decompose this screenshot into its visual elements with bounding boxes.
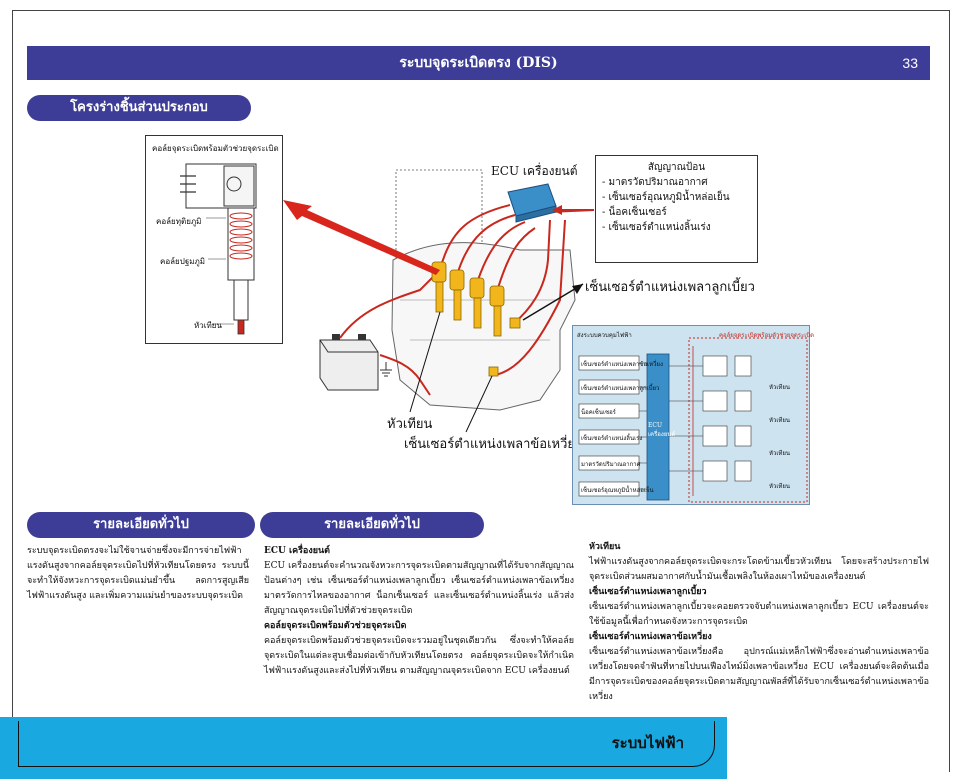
plug-leader — [409, 311, 441, 413]
circuit-input-label: เซ็นเซอร์ตำแหน่งเพลาข้อเหวี่ยง — [581, 361, 663, 368]
circuit-right-title: คอล์ยจุดระเบิดพร้อมตัวช่วยจุดระเบิด — [719, 332, 814, 339]
circuit-plug-label: หัวเทียน — [769, 417, 790, 424]
spark-plug-heading: หัวเทียน — [589, 542, 621, 552]
input-signals-box: สัญญาณป้อน - มาตรวัดปริมาณอากาศ - เซ็นเซ… — [595, 155, 758, 263]
input-signal-item: - มาตรวัดปริมาณอากาศ — [602, 177, 708, 188]
section-general-title-2: รายละเอียดทั่วไป — [260, 512, 484, 538]
ecu-label: ECU เครื่องยนต์ — [491, 164, 578, 178]
battery — [319, 334, 379, 391]
ecu-paragraph: ECU เครื่องยนต์จะคำนวณจังหวะการจุดระเบิด… — [264, 561, 574, 616]
crank-sensor-heading: เซ็นเซอร์ตำแหน่งเพลาข้อเหวี่ยง — [589, 632, 712, 642]
page-title: ระบบจุดระเบิดตรง (DIS) — [399, 55, 558, 71]
general-overview-text: ระบบจุดระเบิดตรงจะไม่ใช้จานจ่ายซึ่งจะมีก… — [27, 544, 249, 604]
cam-sensor-pointer — [522, 283, 584, 321]
general-overview-paragraph: ระบบจุดระเบิดตรงจะไม่ใช้จานจ่ายซึ่งจะมีก… — [27, 546, 249, 601]
ecu-heading: ECU เครื่องยนต์ — [264, 546, 331, 556]
ecu-unit — [507, 183, 557, 223]
circuit-input-label: น็อคเซ็นเซอร์ — [581, 409, 616, 416]
section-general-title-1: รายละเอียดทั่วไป — [27, 512, 255, 538]
section-structure-title: โครงร่างชิ้นส่วนประกอบ — [27, 95, 251, 121]
input-signals-title: สัญญาณป้อน — [647, 162, 706, 173]
circuit-plug-label: หัวเทียน — [769, 483, 790, 490]
cam-sensor-arrowhead — [572, 284, 583, 294]
spark-plug-paragraph: ไฟฟ้าแรงดันสูงจากคอล์ยจุดระเบิดจะกระโดดข… — [589, 557, 929, 582]
input-signal-item: - น็อคเซ็นเซอร์ — [602, 207, 667, 218]
primary-coil-label: คอล์ยปฐมภูมิ — [160, 257, 206, 266]
circuit-input-label: เซ็นเซอร์ตำแหน่งเพลาลูกเบี้ยว — [581, 385, 660, 392]
coil-detail-drawing — [180, 163, 257, 335]
sensor-details-column: หัวเทียน ไฟฟ้าแรงดันสูงจากคอล์ยจุดระเบิด… — [589, 540, 929, 705]
page-number: 33 — [902, 55, 918, 71]
cam-sensor — [509, 317, 521, 329]
footer-chapter-label: ระบบไฟฟ้า — [611, 734, 684, 752]
cam-sensor-label: เซ็นเซอร์ตำแหน่งเพลาลูกเบี้ยว — [585, 280, 755, 295]
input-arrowhead — [552, 205, 562, 215]
wiring-harness — [339, 204, 595, 396]
input-signal-item: - เซ็นเซอร์ตำแหน่งลิ้นเร่ง — [602, 222, 711, 233]
secondary-coil-label: คอล์ยทุติยภูมิ — [156, 217, 202, 226]
circuit-input-label: เซ็นเซอร์ตำแหน่งลิ้นเร่ง — [581, 435, 643, 442]
footer-bar: ระบบไฟฟ้า — [0, 717, 727, 779]
spark-plug-label: หัวเทียน — [387, 417, 433, 432]
footer-tab: ระบบไฟฟ้า — [18, 721, 715, 767]
crank-sensor-paragraph: เซ็นเซอร์ตำแหน่งเพลาข้อเหวี่ยงคือ อุปกรณ… — [589, 647, 929, 702]
crank-sensor-label: เซ็นเซอร์ตำแหน่งเพลาข้อเหวี่ยง — [404, 437, 582, 452]
crank-sensor — [488, 366, 499, 377]
engine-diagram — [283, 169, 595, 433]
circuit-left-title: ส่งระบบควบคุมไฟฟ้า — [577, 332, 632, 339]
circuit-input-label: มาตรวัดปริมาณอากาศ — [581, 461, 641, 468]
input-signal-item: - เซ็นเซอร์อุณหภูมิน้ำหล่อเย็น — [602, 192, 730, 203]
coil-detail-title: คอล์ยจุดระเบิดพร้อมตัวช่วยจุดระเบิด — [152, 144, 279, 153]
circuit-input-label: เซ็นเซอร์อุณหภูมิน้ำหล่อเย็น — [581, 487, 654, 494]
coil-detail-box: คอล์ยจุดระเบิดพร้อมตัวช่วยจุดระเบิด คอล์… — [145, 135, 283, 344]
circuit-schematic: ส่งระบบควบคุมไฟฟ้า คอล์ยจุดระเบิดพร้อมตั… — [572, 325, 814, 505]
coil-detail-arrow — [283, 200, 440, 275]
circuit-drawing — [578, 337, 808, 503]
coil-spark-plug-label: หัวเทียน — [194, 321, 222, 330]
crank-leader — [465, 375, 493, 433]
coil-heading: คอล์ยจุดระเบิดพร้อมตัวช่วยจุดระเบิด — [264, 621, 407, 631]
cam-sensor-paragraph: เซ็นเซอร์ตำแหน่งเพลาลูกเบี้ยวจะคอยตรวจจั… — [589, 602, 929, 627]
circuit-plug-label: หัวเทียน — [769, 450, 790, 457]
coil-paragraph: คอล์ยจุดระเบิดพร้อมตัวช่วยจุดระเบิดจะรวม… — [264, 636, 574, 676]
cam-sensor-heading: เซ็นเซอร์ตำแหน่งเพลาลูกเบี้ยว — [589, 587, 707, 597]
general-details-column: ECU เครื่องยนต์ ECU เครื่องยนต์จะคำนวณจั… — [264, 544, 574, 679]
page-frame — [12, 10, 950, 772]
circuit-plug-label: หัวเทียน — [769, 384, 790, 391]
circuit-ecu-label: ECU เครื่องยนต์ — [648, 422, 676, 438]
header-bar: ระบบจุดระเบิดตรง (DIS) 33 — [27, 46, 930, 80]
ground-symbol — [380, 362, 392, 377]
